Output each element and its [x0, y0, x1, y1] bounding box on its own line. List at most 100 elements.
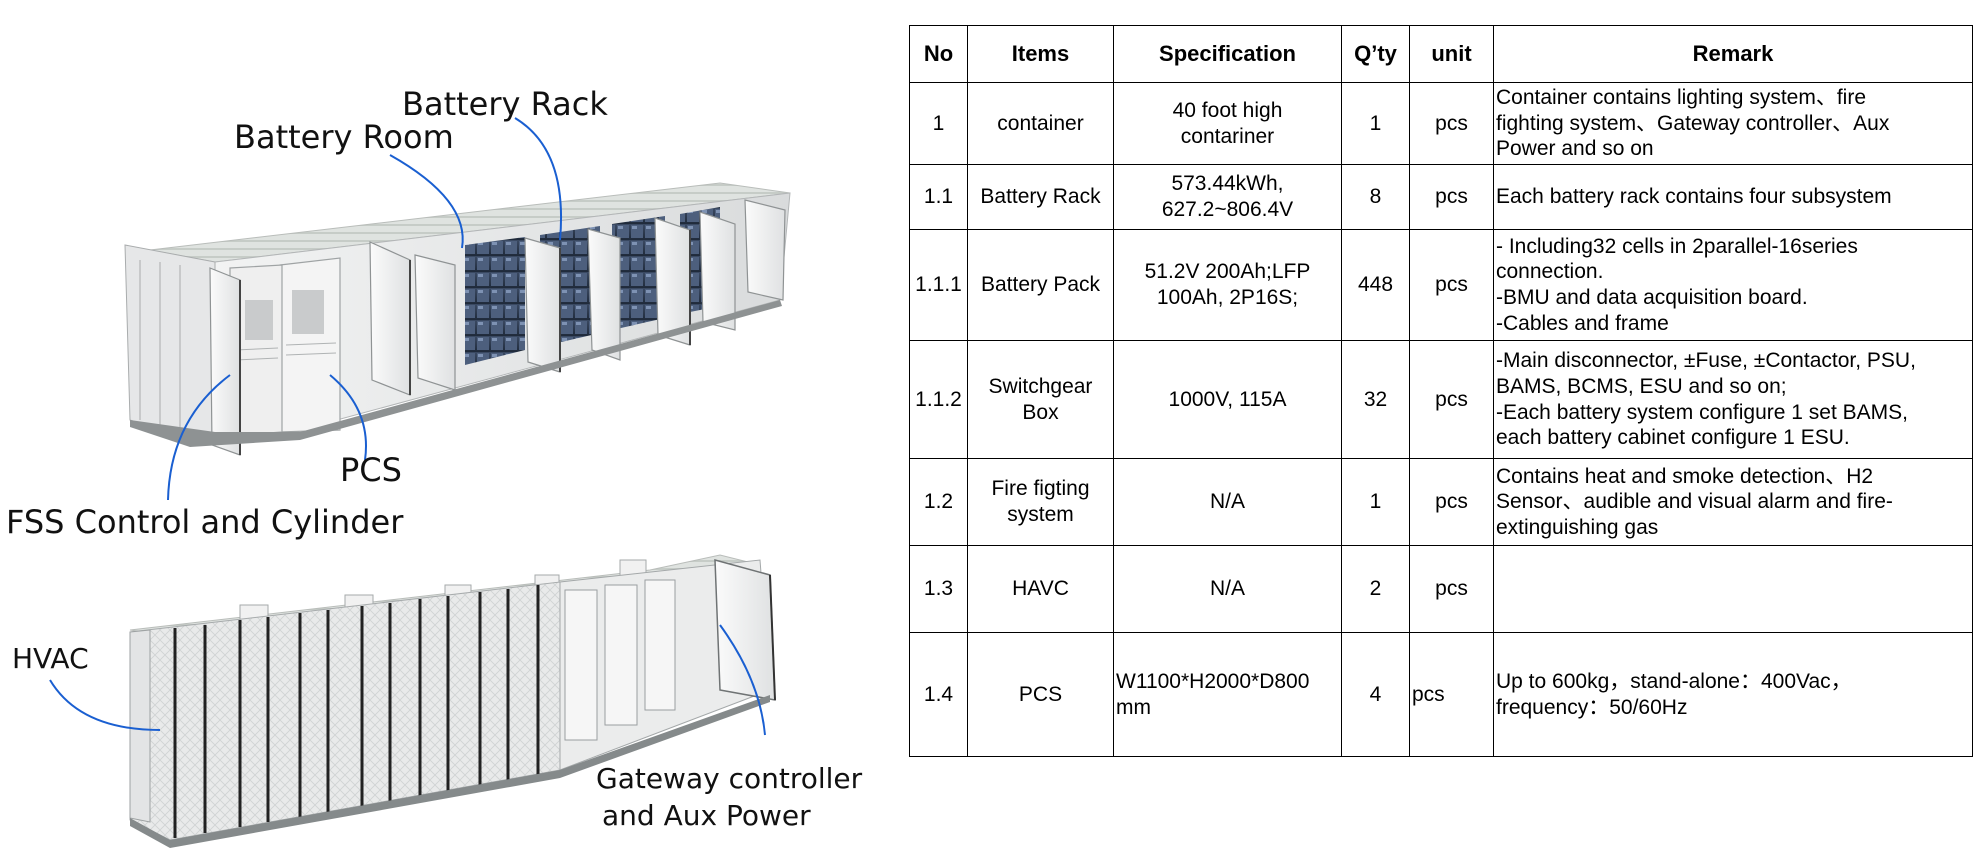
- cell-remark: Contains heat and smoke detection、H2 Sen…: [1493, 458, 1973, 546]
- header-no: No: [909, 25, 968, 83]
- cell-item: Switchgear Box: [967, 340, 1114, 459]
- cell-unit: pcs: [1409, 164, 1494, 230]
- cell-spec: N/A: [1113, 458, 1342, 546]
- callout-gateway-line2: and Aux Power: [602, 799, 811, 832]
- cell-item: PCS: [967, 632, 1114, 757]
- top-container-drawing: [124, 182, 791, 456]
- cell-spec: 1000V, 115A: [1113, 340, 1342, 459]
- cell-spec: 573.44kWh, 627.2~806.4V: [1113, 164, 1342, 230]
- spec-line: 1000V, 115A: [1168, 387, 1287, 411]
- item-line: Fire figting: [991, 477, 1090, 501]
- cell-remark: [1493, 545, 1973, 633]
- remark-line: fighting system、Gateway controller、Aux: [1496, 111, 1890, 135]
- spec-table: No Items Specification Q’ty unit Remark …: [909, 25, 1973, 757]
- table-header-row: No Items Specification Q’ty unit Remark: [909, 25, 1973, 83]
- header-qty: Q’ty: [1341, 25, 1410, 83]
- cell-item: HAVC: [967, 545, 1114, 633]
- cell-qty: 1: [1341, 82, 1410, 165]
- item-line: system: [1007, 503, 1074, 526]
- remark-line: frequency：50/60Hz: [1496, 695, 1688, 719]
- remark-line: extinguishing gas: [1496, 515, 1659, 539]
- cell-qty: 32: [1341, 340, 1410, 459]
- cell-no: 1.1.1: [909, 229, 968, 341]
- remark-line: Sensor、audible and visual alarm and fire…: [1496, 490, 1893, 514]
- cell-unit: pcs: [1409, 632, 1494, 757]
- container-figure: Battery Rack Battery Room PCS FSS Contro…: [0, 0, 880, 849]
- cell-qty: 8: [1341, 164, 1410, 230]
- cell-remark: Up to 600kg，stand-alone：400Vac， frequenc…: [1493, 632, 1973, 757]
- table-row: 1.1 Battery Rack 573.44kWh, 627.2~806.4V…: [909, 164, 1973, 230]
- header-unit: unit: [1409, 25, 1494, 83]
- header-specification: Specification: [1113, 25, 1342, 83]
- callout-fss: FSS Control and Cylinder: [6, 503, 404, 541]
- remark-line: Power and so on: [1496, 137, 1654, 161]
- remark-line: Up to 600kg，stand-alone：400Vac，: [1496, 669, 1852, 693]
- callout-battery-room: Battery Room: [234, 118, 454, 156]
- cell-unit: pcs: [1409, 458, 1494, 546]
- cell-spec: N/A: [1113, 545, 1342, 633]
- cell-no: 1.1.2: [909, 340, 968, 459]
- spec-line: 100Ah, 2P16S;: [1156, 286, 1299, 309]
- table-row: 1.2 Fire figting system N/A 1 pcs Contai…: [909, 458, 1973, 546]
- remark-line: - Including32 cells in 2parallel-16serie…: [1496, 234, 1858, 258]
- remark-line: -BMU and data acquisition board.: [1496, 286, 1808, 309]
- header-items: Items: [967, 25, 1114, 83]
- spec-line: N/A: [1209, 577, 1245, 601]
- spec-line: 40 foot high: [1172, 98, 1283, 122]
- cell-item: container: [967, 82, 1114, 165]
- cell-no: 1.1: [909, 164, 968, 230]
- cell-remark: - Including32 cells in 2parallel-16serie…: [1493, 229, 1973, 341]
- spec-line: 51.2V 200Ah;LFP: [1144, 260, 1311, 284]
- callout-leader-lines: [49, 117, 766, 736]
- callout-hvac: HVAC: [12, 642, 89, 675]
- cell-unit: pcs: [1409, 229, 1494, 341]
- bottom-container-drawing: [129, 554, 776, 848]
- cell-item: Fire figting system: [967, 458, 1114, 546]
- table-row: 1.4 PCS W1100*H2000*D800 mm 4 pcs Up to …: [909, 632, 1973, 757]
- leader-hvac: [49, 679, 161, 731]
- table-row: 1.1.1 Battery Pack 51.2V 200Ah;LFP 100Ah…: [909, 229, 1973, 341]
- spec-line: W1100*H2000*D800: [1116, 669, 1310, 693]
- item-line: Switchgear: [988, 374, 1093, 398]
- leader-battery-room: [389, 154, 464, 249]
- remark-line: -Each battery system configure 1 set BAM…: [1496, 400, 1909, 424]
- open-doors: [209, 199, 786, 456]
- callout-battery-rack: Battery Rack: [402, 85, 608, 123]
- cell-qty: 1: [1341, 458, 1410, 546]
- table-row: 1.1.2 Switchgear Box 1000V, 115A 32 pcs …: [909, 340, 1973, 459]
- table-row: 1.3 HAVC N/A 2 pcs: [909, 545, 1973, 633]
- cell-no: 1.2: [909, 458, 968, 546]
- cell-unit: pcs: [1409, 82, 1494, 165]
- leader-gateway: [719, 624, 766, 736]
- cell-item: Battery Rack: [967, 164, 1114, 230]
- cell-no: 1.3: [909, 545, 968, 633]
- cell-remark: -Main disconnector, ±Fuse, ±Contactor, P…: [1493, 340, 1973, 459]
- callout-pcs: PCS: [340, 451, 402, 489]
- leader-pcs: [329, 374, 367, 461]
- remark-line: Contains heat and smoke detection、H2: [1496, 464, 1874, 488]
- remark-line: -Cables and frame: [1496, 311, 1669, 335]
- spec-line: mm: [1116, 695, 1151, 719]
- cell-spec: W1100*H2000*D800 mm: [1113, 632, 1342, 757]
- callout-gateway-line1: Gateway controller: [596, 762, 863, 795]
- cell-spec: 51.2V 200Ah;LFP 100Ah, 2P16S;: [1113, 229, 1342, 341]
- cell-remark: Each battery rack contains four subsyste…: [1493, 164, 1973, 230]
- item-line: Box: [1022, 400, 1059, 424]
- cell-unit: pcs: [1409, 340, 1494, 459]
- leader-battery-rack: [514, 117, 563, 241]
- cell-no: 1: [909, 82, 968, 165]
- cell-item: Battery Pack: [967, 229, 1114, 341]
- cell-remark: Container contains lighting system、fire …: [1493, 82, 1973, 165]
- container-illustration: [49, 117, 791, 848]
- remark-line: Each battery rack contains four subsyste…: [1496, 185, 1892, 209]
- cell-qty: 2: [1341, 545, 1410, 633]
- spec-line: contariner: [1180, 124, 1275, 148]
- leader-fss: [167, 374, 231, 501]
- cell-unit: pcs: [1409, 545, 1494, 633]
- remark-line: BAMS, BCMS, ESU and so on;: [1496, 374, 1787, 398]
- remark-line: each battery cabinet configure 1 ESU.: [1496, 426, 1850, 450]
- cell-spec: 40 foot high contariner: [1113, 82, 1342, 165]
- remark-line: connection.: [1496, 260, 1604, 284]
- spec-line: 573.44kWh,: [1171, 172, 1284, 196]
- table-row: 1 container 40 foot high contariner 1 pc…: [909, 82, 1973, 165]
